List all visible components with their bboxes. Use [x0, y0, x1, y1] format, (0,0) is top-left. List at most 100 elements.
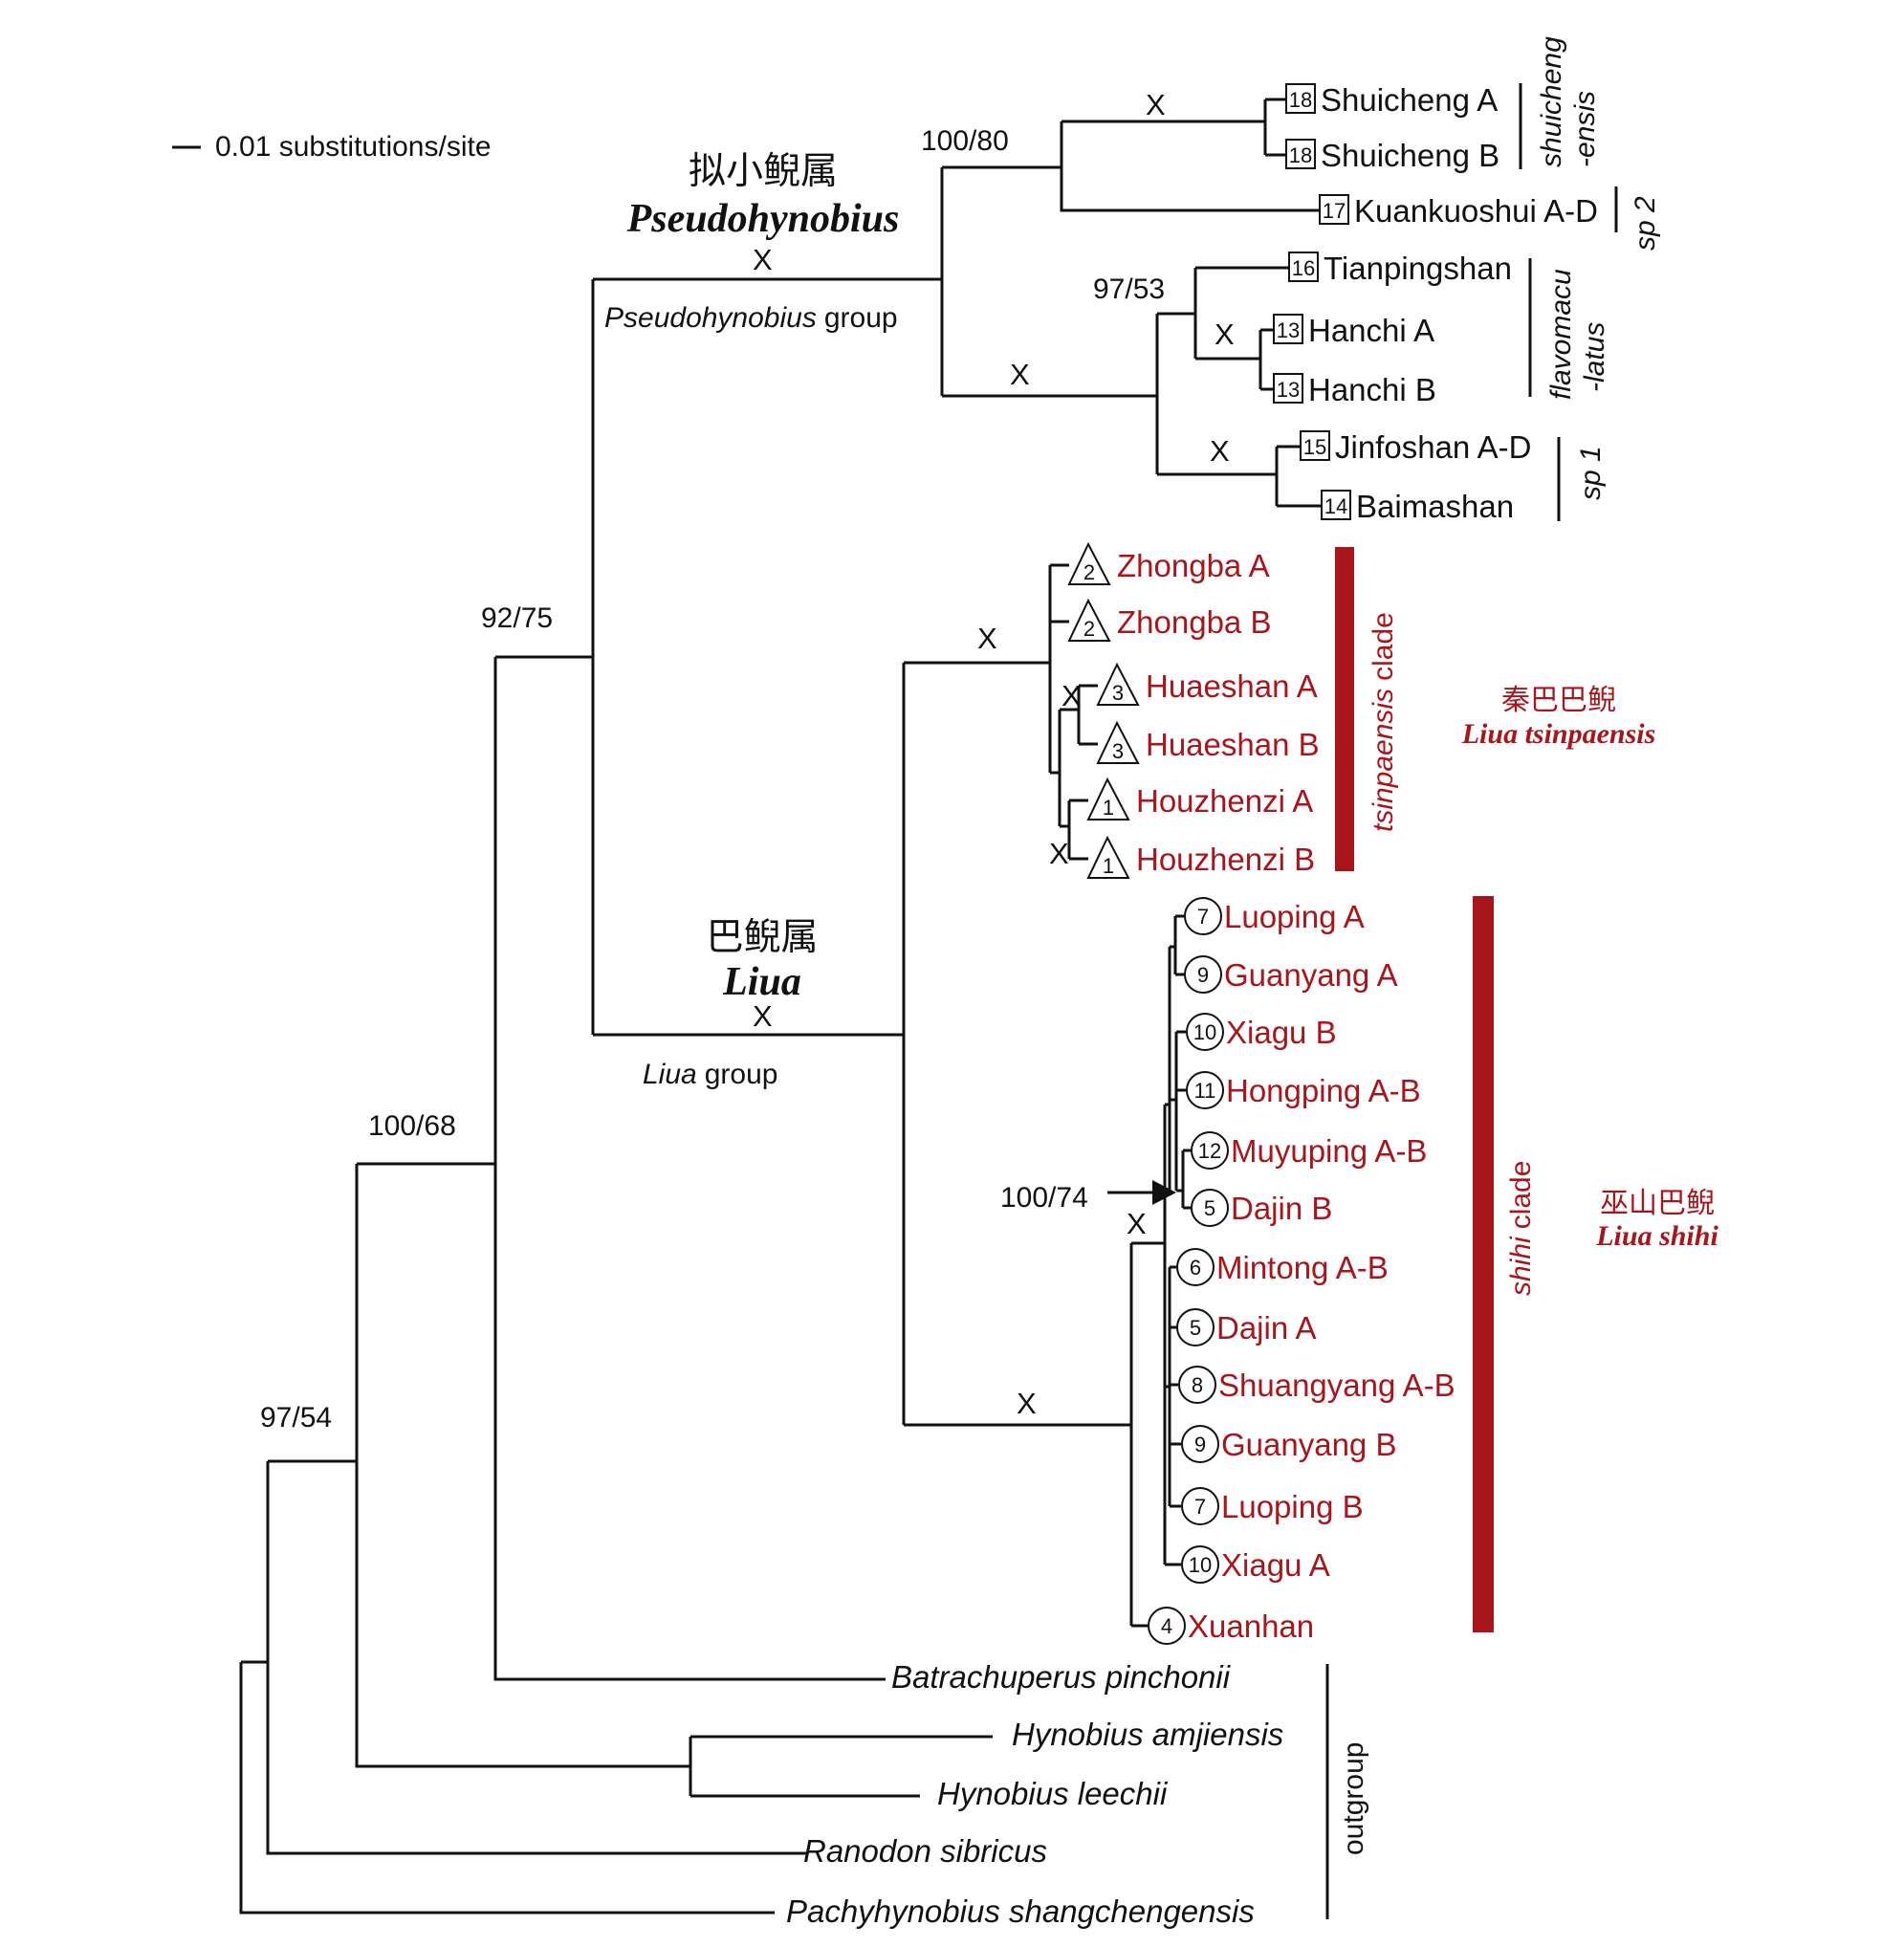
circle-marker-icon	[1176, 1248, 1215, 1286]
site-number: 14	[1324, 494, 1347, 518]
label-tsinpaensis-clade-suffix: clade	[1368, 612, 1399, 681]
triangle-marker-icon	[1086, 777, 1130, 821]
site-number: 2	[1083, 617, 1095, 641]
square-marker-icon	[1285, 139, 1316, 169]
branch-ranodon	[266, 1461, 808, 1855]
site-number: 8	[1192, 1373, 1203, 1397]
taxon-name: Shuangyang A-B	[1218, 1368, 1455, 1403]
taxon-name: Guanyang B	[1221, 1427, 1396, 1462]
tip-taxon: 3 Huaeshan A	[1096, 662, 1318, 706]
label-flavomaculatus-2: -latus	[1579, 322, 1610, 392]
circle-marker-icon	[1181, 1425, 1219, 1463]
tip-taxon: 12 Muyuping A-B	[1191, 1131, 1427, 1170]
square-marker-icon	[1285, 83, 1316, 114]
taxon-name: Mintong A-B	[1216, 1250, 1389, 1285]
site-number: 7	[1197, 905, 1209, 929]
support-100-68: 100/68	[368, 1110, 456, 1142]
taxon-name: Xuanhan	[1188, 1609, 1314, 1644]
liua-cn-label: 巴鲵属	[706, 916, 818, 959]
outgroup-taxon: Pachyhynobius shangchengensis	[786, 1893, 1255, 1929]
triangle-marker-icon	[1096, 662, 1140, 706]
circle-marker-icon	[1181, 1487, 1219, 1525]
outgroup-taxon: Ranodon sibricus	[803, 1833, 1047, 1869]
triangle-marker-icon	[1067, 598, 1111, 642]
x-mark-sp1: X	[1210, 434, 1230, 468]
x-mark-shuicheng: X	[1146, 88, 1166, 121]
tip-taxon: 5 Dajin A	[1176, 1308, 1317, 1346]
site-number: 4	[1161, 1614, 1172, 1638]
site-number: 17	[1323, 199, 1346, 223]
x-mark-hanchi: X	[1215, 317, 1235, 351]
triangle-marker-icon	[1067, 541, 1111, 585]
square-marker-icon	[1319, 194, 1349, 225]
taxon-name: Hongping A-B	[1226, 1073, 1421, 1108]
outgroup-labels: Batrachuperus pinchonii Hynobius amjiens…	[786, 1659, 1283, 1929]
taxon-name: Luoping B	[1221, 1489, 1364, 1524]
species-tsinpaensis-cn: 秦巴巴鲵	[1501, 684, 1616, 717]
pseudohynobius-cn-label: 拟小鲵属	[689, 150, 838, 193]
branch-batrachuperus	[493, 657, 886, 1681]
site-number: 12	[1198, 1139, 1221, 1163]
square-marker-icon	[1300, 430, 1330, 461]
taxon-name: Luoping A	[1224, 899, 1365, 934]
pseudohynobius-group-genus: Pseudohynobius	[604, 302, 817, 334]
tip-taxon: 4 Xuanhan	[1148, 1607, 1314, 1645]
x-mark-shihi-core: X	[1127, 1207, 1147, 1240]
support-97-53: 97/53	[1093, 274, 1165, 305]
species-shihi-latin: Liua shihi	[1595, 1220, 1718, 1252]
label-flavomaculatus-1: flavomacu	[1545, 269, 1577, 400]
taxon-name: Dajin B	[1231, 1191, 1332, 1226]
triangle-marker-icon	[1096, 720, 1140, 764]
site-number: 18	[1289, 143, 1312, 167]
site-number: 16	[1292, 256, 1315, 280]
taxon-name: Dajin A	[1216, 1310, 1317, 1346]
scale-bar: 0.01 substitutions/site	[172, 131, 492, 163]
square-marker-icon	[1321, 490, 1351, 520]
site-number: 5	[1190, 1316, 1201, 1340]
scale-bar-label: 0.01 substitutions/site	[215, 131, 492, 163]
clade-brackets	[1325, 83, 1618, 1919]
site-number: 5	[1204, 1196, 1215, 1220]
circle-marker-icon	[1181, 1545, 1219, 1584]
label-tsinpaensis-clade: tsinpaensisclade	[1368, 612, 1399, 832]
site-number: 7	[1194, 1495, 1206, 1519]
label-shuichengensis-2: -ensis	[1569, 91, 1601, 167]
x-mark-houzhenzi: X	[1049, 837, 1069, 870]
site-number: 3	[1112, 739, 1124, 763]
support-100-74: 100/74	[1000, 1182, 1088, 1214]
site-number: 3	[1112, 681, 1124, 705]
tree-branches	[239, 98, 1322, 1915]
square-marker-icon	[1288, 252, 1319, 282]
x-mark-shihi: X	[1017, 1387, 1037, 1420]
circle-marker-icon	[1178, 1366, 1216, 1404]
circle-marker-icon	[1191, 1189, 1229, 1227]
taxon-name: Huaeshan A	[1146, 668, 1318, 704]
pseudohynobius-latin-label: Pseudohynobius	[626, 197, 900, 241]
label-shuichengensis-1: shuicheng	[1536, 36, 1567, 167]
site-number: 1	[1103, 854, 1114, 878]
taxon-name: Shuicheng B	[1321, 138, 1499, 173]
tip-taxon: 5 Dajin B	[1191, 1189, 1332, 1227]
site-number: 9	[1194, 1433, 1206, 1456]
pseudohynobius-group-word: group	[824, 302, 898, 334]
circle-marker-icon	[1186, 1071, 1224, 1109]
label-sp2: sp 2	[1630, 196, 1661, 251]
circle-marker-icon	[1184, 955, 1222, 994]
tip-taxon: 9 Guanyang B	[1181, 1425, 1396, 1463]
taxon-name: Muyuping A-B	[1231, 1133, 1427, 1169]
